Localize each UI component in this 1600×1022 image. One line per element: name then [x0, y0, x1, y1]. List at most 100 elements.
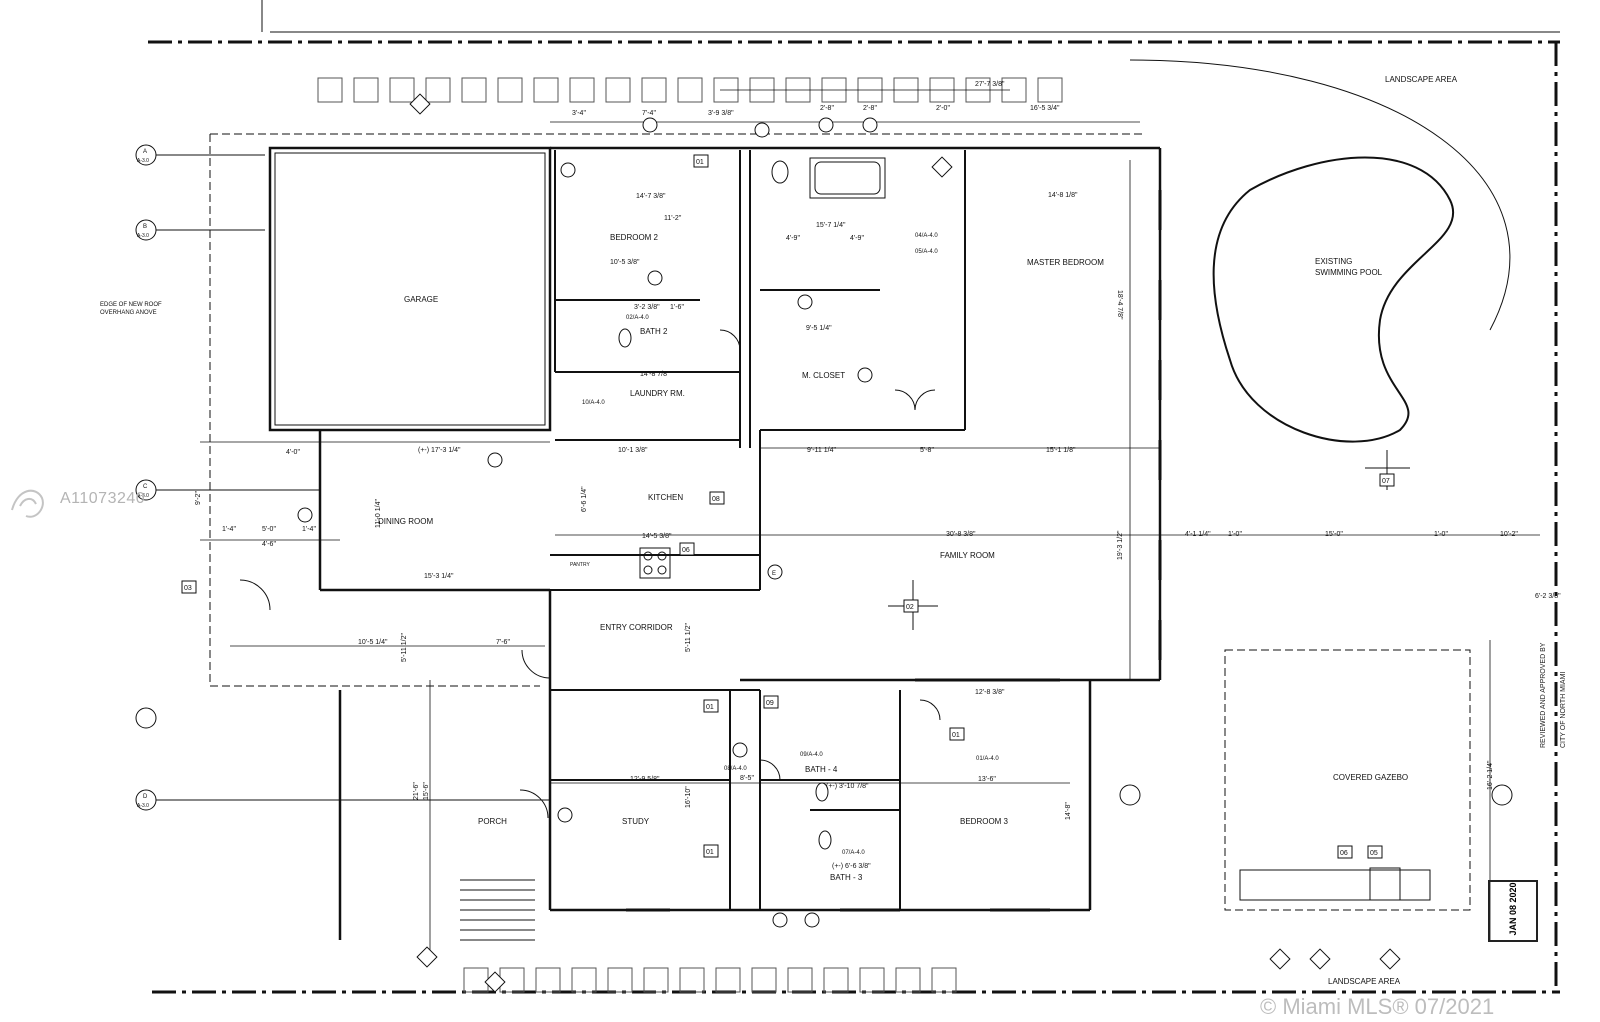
porch-steps [460, 879, 535, 941]
dim-closet: 9'-5 1/4" [806, 325, 832, 332]
dim-top-8: 16'-5 3/4" [1030, 105, 1060, 112]
dim-bed3-h: 13'-6" [978, 776, 996, 783]
dim-15-6: 15'-6" [423, 782, 430, 800]
sec-a-ref: A-3.0 [137, 158, 149, 164]
dim-kitchen-v: 6'-6 1/4" [581, 486, 588, 512]
ref-09: 09/A-4.0 [800, 752, 823, 758]
room-bedroom-2: BEDROOM 2 [610, 233, 659, 242]
dim-entry-4: 5'-11 1/2" [685, 622, 692, 652]
property-boundary [148, 0, 1560, 994]
dim-left-2: 5'-0" [262, 526, 276, 533]
room-laundry: LAUNDRY RM. [630, 389, 685, 398]
tag-03: 03 [184, 585, 192, 592]
dim-porch-v: 21'-6" [413, 782, 420, 800]
mls-logo-watermark [11, 489, 44, 518]
tag-01a: 01 [696, 159, 704, 166]
sec-b-ref: A-3.0 [137, 233, 149, 239]
dim-left-1: 1'-4" [222, 526, 236, 533]
room-kitchen: KITCHEN [648, 493, 683, 502]
sec-d-ref: A-3.0 [137, 803, 149, 809]
diamond-markers [409, 93, 1401, 993]
stamp-text: JAN 08 2020 [1508, 882, 1518, 936]
dim-family-2: 5'-8" [920, 447, 934, 454]
room-study: STUDY [622, 817, 650, 826]
dim-right-1: 4'-1 1/4" [1185, 531, 1211, 538]
tag-09: 09 [766, 700, 774, 707]
dim-top-1: 3'-4" [572, 110, 586, 117]
room-pool-2: SWIMMING POOL [1315, 268, 1383, 277]
copyright-watermark: © Miami MLS® 07/2021 [1260, 994, 1495, 1019]
dim-bed3-top: 12'-8 3/8" [975, 689, 1005, 696]
dim-bed2-v: 11'-2" [664, 215, 682, 222]
dim-right-5: 10'-2" [1500, 531, 1518, 538]
room-bath-4: BATH - 4 [805, 765, 838, 774]
sec-c: C [143, 484, 148, 490]
sec-d: D [143, 794, 148, 800]
received-stamp: JAN 08 2020 [1488, 880, 1538, 942]
tag-06: 06 [682, 547, 690, 554]
dim-master-w: 14'-8 1/8" [1048, 192, 1078, 199]
tag-labels: 01 03 01 01 01 08 06 02 07 06 05 09 A A-… [137, 149, 1390, 857]
dim-bath2-2: 1'-6" [670, 304, 684, 311]
pool-outline [1212, 156, 1454, 443]
room-entry: ENTRY CORRIDOR [600, 623, 673, 632]
dim-left-3: 1'-4" [302, 526, 316, 533]
ref-10: 10/A-4.0 [582, 400, 605, 406]
dim-bath2-1: 3'-2 3/8" [634, 304, 660, 311]
tag-01b: 01 [706, 704, 714, 711]
dim-entry-3: 5'-11 1/2" [401, 632, 408, 662]
room-master: MASTER BEDROOM [1027, 258, 1104, 267]
dim-left-4: 4'-6" [262, 541, 276, 548]
review-note-line1: REVIEWED AND APPROVED BY [1540, 642, 1547, 748]
dim-mid-2: 4'-9" [786, 235, 800, 242]
dim-bed3-v: 14'-8" [1065, 802, 1072, 820]
dim-garage-2: (+-) 17'-3 1/4" [418, 447, 461, 454]
dim-9-2: 9'-2" [195, 491, 202, 505]
dim-top-3: 3'-9 3/8" [708, 110, 734, 117]
dim-study-v: 16'-10" [685, 786, 692, 808]
section-markers [135, 144, 1513, 811]
tag-06b: 06 [1340, 850, 1348, 857]
label-pantry: PANTRY [570, 562, 590, 568]
dim-master-v: 18'-4 7/8" [1116, 290, 1123, 320]
room-family: FAMILY ROOM [940, 551, 995, 560]
ref-05: 05/A-4.0 [915, 249, 938, 255]
dim-family-h: 30'-8 3/8" [946, 531, 976, 538]
dim-entry-2: 7'-6" [496, 639, 510, 646]
dim-top-4: 2'-8" [820, 105, 834, 112]
interior-walls [550, 150, 966, 910]
room-bath-2: BATH 2 [640, 327, 668, 336]
roof-overhang [209, 133, 1142, 687]
label-edge-roof-2: OVERHANG ANOVE [100, 310, 157, 316]
dim-gazebo-v: 16'-2 1/4" [1487, 760, 1494, 790]
windows [626, 190, 1162, 912]
listing-id-watermark: A11073240 [60, 490, 146, 507]
dim-right-4: 1'-0" [1434, 531, 1448, 538]
dim-mid-3: 4'-9" [850, 235, 864, 242]
tag-08: 08 [712, 496, 720, 503]
room-gazebo: COVERED GAZEBO [1333, 773, 1408, 782]
dim-mid-1: 15'-7 1/4" [816, 222, 846, 229]
ref-01: 01/A-4.0 [976, 756, 999, 762]
pool-deck-curve [1129, 59, 1511, 331]
dim-bed2-h: 10'-5 3/8" [610, 259, 640, 266]
ref-04: 04/A-4.0 [915, 233, 938, 239]
room-pool-1: EXISTING [1315, 257, 1352, 266]
room-labels: GARAGE BEDROOM 2 BATH 2 LAUNDRY RM. KITC… [100, 75, 1458, 986]
sec-c-ref: A-3.0 [137, 493, 149, 499]
door-swings [239, 329, 941, 819]
room-m-closet: M. CLOSET [802, 371, 845, 380]
dim-entry-1: 10'-5 1/4" [358, 639, 388, 646]
room-landscape-bottom: LANDSCAPE AREA [1328, 977, 1401, 986]
label-edge-roof-1: EDGE OF NEW ROOF [100, 302, 162, 308]
gazebo [1224, 649, 1471, 911]
dim-right-6: 6'-2 3/8" [1535, 593, 1561, 600]
dimension-labels: 3'-4" 7'-4" 3'-9 3/8" 2'-8" 2'-8" 2'-0" … [195, 81, 1561, 870]
dim-dining-v: 11'-0 1/4" [375, 498, 382, 528]
room-bedroom-3: BEDROOM 3 [960, 817, 1009, 826]
ref-07: 07/A-4.0 [842, 850, 865, 856]
dim-kitchen-2: 14'-5 3/8" [642, 533, 672, 540]
room-garage: GARAGE [404, 295, 438, 304]
dim-top-6: 2'-0" [936, 105, 950, 112]
